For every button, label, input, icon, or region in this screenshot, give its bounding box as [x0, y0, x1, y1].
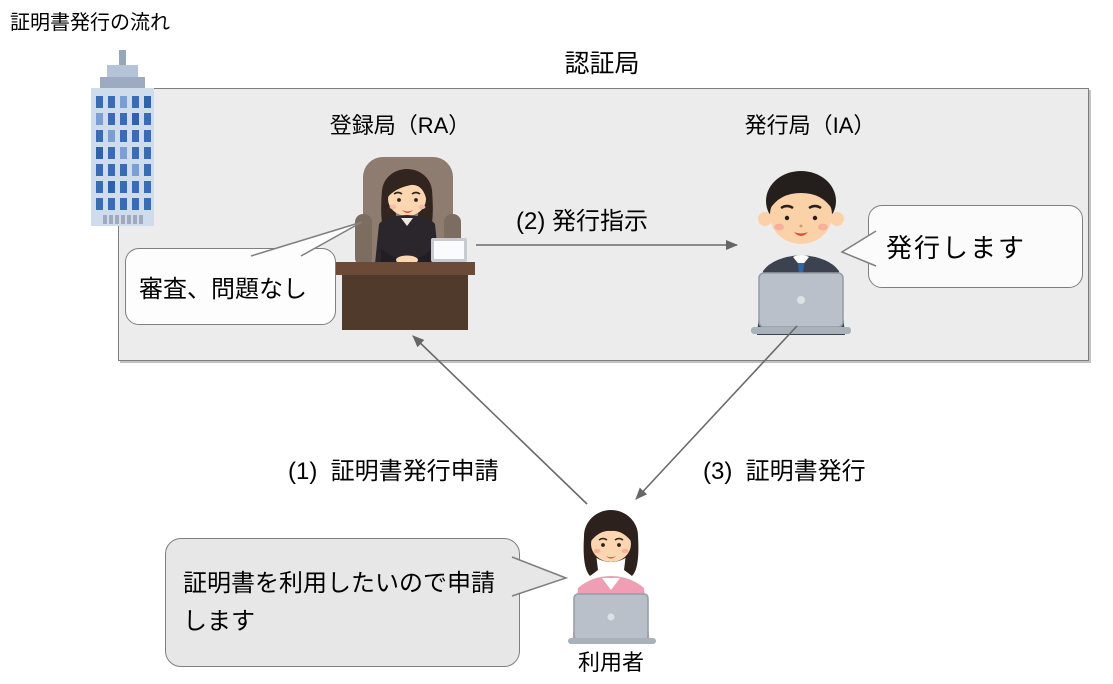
ra-speech-bubble: 審査、問題なし [125, 248, 336, 325]
step2-label: (2) 発行指示 [516, 208, 648, 235]
ra-person-icon [335, 152, 475, 333]
issuing-authority-label: 発行局（IA） [744, 113, 876, 138]
page-title: 証明書発行の流れ [10, 12, 170, 34]
step3-label: (3) 証明書発行 [703, 458, 866, 485]
certificate-authority-label: 認証局 [564, 50, 640, 78]
man-at-laptop-illustration [751, 171, 851, 335]
step1-label: (1) 証明書発行申請 [288, 458, 499, 485]
ra-speech-text: 審査、問題なし [139, 276, 307, 303]
user-person-icon [560, 506, 662, 644]
office-building-icon [84, 50, 162, 228]
ia-person-icon [743, 163, 861, 335]
woman-at-desk-illustration [335, 157, 475, 330]
user-speech-text: 証明書を利用したいので申請 します [183, 569, 495, 635]
user-bubble-tail [511, 556, 569, 597]
user-speech-bubble: 証明書を利用したいので申請 します [165, 538, 520, 667]
registration-authority-label: 登録局（RA） [329, 113, 471, 138]
ia-speech-bubble: 発行します [868, 205, 1083, 288]
office-building-illustration [91, 50, 154, 226]
woman-at-laptop-illustration [568, 510, 656, 644]
user-label: 利用者 [577, 650, 644, 675]
ia-speech-text: 発行します [886, 233, 1027, 263]
